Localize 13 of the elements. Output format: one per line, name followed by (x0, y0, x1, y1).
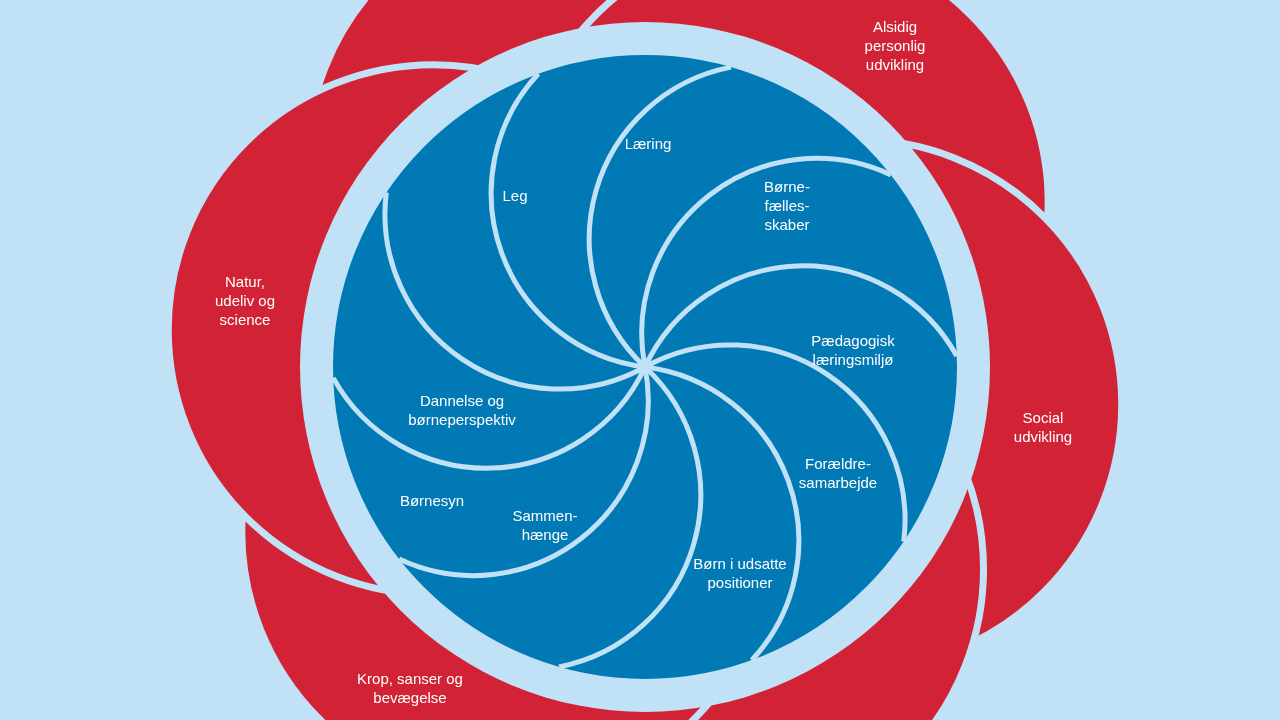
area-label: Social udvikling (1012, 408, 1074, 446)
segment-label: Sammen- hænge (511, 506, 579, 544)
segment-label: Læring (624, 133, 672, 153)
segment-label: Børne- fælles- skaber (763, 176, 811, 234)
area-label: Krop, sanser og bevægelse (356, 669, 464, 707)
area-label: Alsidig personlig udvikling (863, 16, 927, 74)
segment-label: Børn i udsatte positioner (692, 554, 788, 592)
segment-label: Børnesyn (399, 490, 465, 510)
segment-label: Leg (502, 185, 528, 205)
segment-label: Forældre- samarbejde (797, 454, 879, 492)
area-label: Natur, udeliv og science (213, 271, 276, 329)
segment-label: Pædagogisk læringsmiljø (810, 331, 896, 369)
segment-label: Dannelse og børneperspektiv (407, 391, 517, 429)
